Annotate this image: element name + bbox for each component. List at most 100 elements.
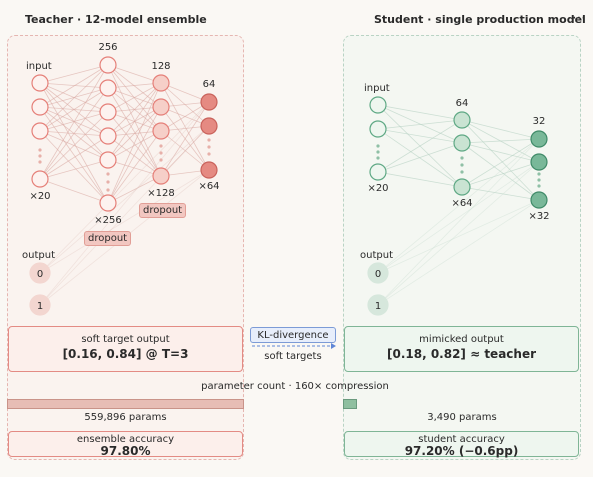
teacher-edge [160,82,210,171]
student-mimic-output-title: mimicked output [419,334,504,345]
teacher-h3-label: 64 [203,79,216,90]
student-h1-node [453,178,471,196]
teacher-h1-node [99,56,117,74]
parameter-caption: parameter count · 160× compression [201,381,389,392]
teacher-soft-output-title: soft target output [81,334,170,345]
student-edge [377,128,463,188]
student-input-count: ×20 [367,183,388,194]
teacher-h3-ellipsis [207,138,211,142]
student-h1-ellipsis [460,163,464,167]
teacher-edge [39,101,210,274]
student-edge [461,138,540,144]
teacher-h3-count: ×64 [198,181,219,192]
teacher-edge [39,106,109,204]
teacher-edge [39,178,109,204]
student-edge [377,161,540,306]
student-h2-ellipsis [537,178,541,182]
teacher-out1-label: 1 [37,301,43,312]
student-panel [343,35,581,460]
student-h2-node [530,130,548,148]
teacher-h2-label: 128 [151,61,170,72]
student-edge [461,138,540,188]
teacher-edge [39,64,109,132]
teacher-dropout-tag-2: dropout [139,203,187,218]
teacher-edge [39,130,109,204]
teacher-h3-ellipsis [207,145,211,149]
student-edge [461,142,540,201]
teacher-edge [107,82,162,137]
student-params-text: 3,490 params [427,412,497,423]
teacher-edge [107,82,162,161]
teacher-h2-ellipsis [159,151,163,155]
teacher-edge [39,64,109,84]
student-accuracy-value: 97.20% (−0.6pp) [404,444,519,458]
teacher-edge [107,64,162,177]
student-edge [377,128,463,144]
teacher-edge [107,64,162,108]
student-out0-label: 0 [375,269,381,280]
teacher-edge [39,125,210,306]
teacher-output-node [29,294,51,316]
student-h1-count: ×64 [451,198,472,209]
teacher-input-node [31,74,49,92]
more-icon[interactable]: ⋯ [572,10,587,26]
student-input-node [369,163,387,181]
student-accuracy-label: student accuracy [418,434,505,445]
student-h2-label: 32 [533,116,546,127]
student-h2-count: ×32 [528,211,549,222]
teacher-edge [107,82,162,89]
teacher-dropout-tag-1: dropout [84,231,132,246]
student-edge [377,199,540,306]
teacher-edge [160,101,210,177]
teacher-h1-node [99,151,117,169]
teacher-edge [39,82,109,89]
student-input-ellipsis [376,144,380,148]
kl-divergence-label: KL-divergence [250,327,336,343]
teacher-edge [107,111,162,177]
teacher-edge [39,111,109,180]
student-out1-label: 1 [375,301,381,312]
teacher-out0-label: 0 [37,269,43,280]
student-h2-node [530,153,548,171]
student-edge [377,138,540,274]
teacher-title: Teacher · 12-model ensemble [25,13,207,26]
network-nodes [29,56,548,316]
student-h2-ellipsis [537,184,541,188]
teacher-edge [39,87,109,180]
teacher-edge [107,135,162,177]
student-mimic-output-value: [0.18, 0.82] ≈ teacher [386,347,536,361]
student-edge [377,119,463,130]
student-edge [461,186,540,201]
teacher-edge [107,130,162,161]
teacher-edge [39,135,109,180]
teacher-edge [107,175,162,204]
teacher-edge [160,82,210,103]
teacher-accuracy-label: ensemble accuracy [76,434,175,445]
teacher-h2-node [152,98,170,116]
teacher-edge [160,101,210,132]
student-edge [377,104,463,121]
teacher-input-count: ×20 [29,191,50,202]
teacher-edge [107,106,162,161]
distill-arrow-head [331,343,336,349]
student-param-bar [343,399,357,409]
teacher-input-label: input [26,61,52,72]
teacher-input-node [31,122,49,140]
teacher-edge [39,125,210,274]
student-h1-node [453,134,471,152]
teacher-h3-ellipsis [207,152,211,156]
teacher-edge [39,82,109,204]
student-output-node [367,294,389,316]
student-input-node [369,120,387,138]
student-edge [461,119,540,140]
teacher-h1-ellipsis [106,180,110,184]
teacher-h1-label: 256 [98,42,117,53]
teacher-edge [107,106,162,204]
teacher-params-text: 559,896 params [84,412,167,423]
student-edge [461,142,540,163]
network-edges [39,64,540,306]
teacher-edge [107,82,162,204]
teacher-input-ellipsis [38,154,42,158]
teacher-input-node [31,170,49,188]
teacher-h1-ellipsis [106,172,110,176]
